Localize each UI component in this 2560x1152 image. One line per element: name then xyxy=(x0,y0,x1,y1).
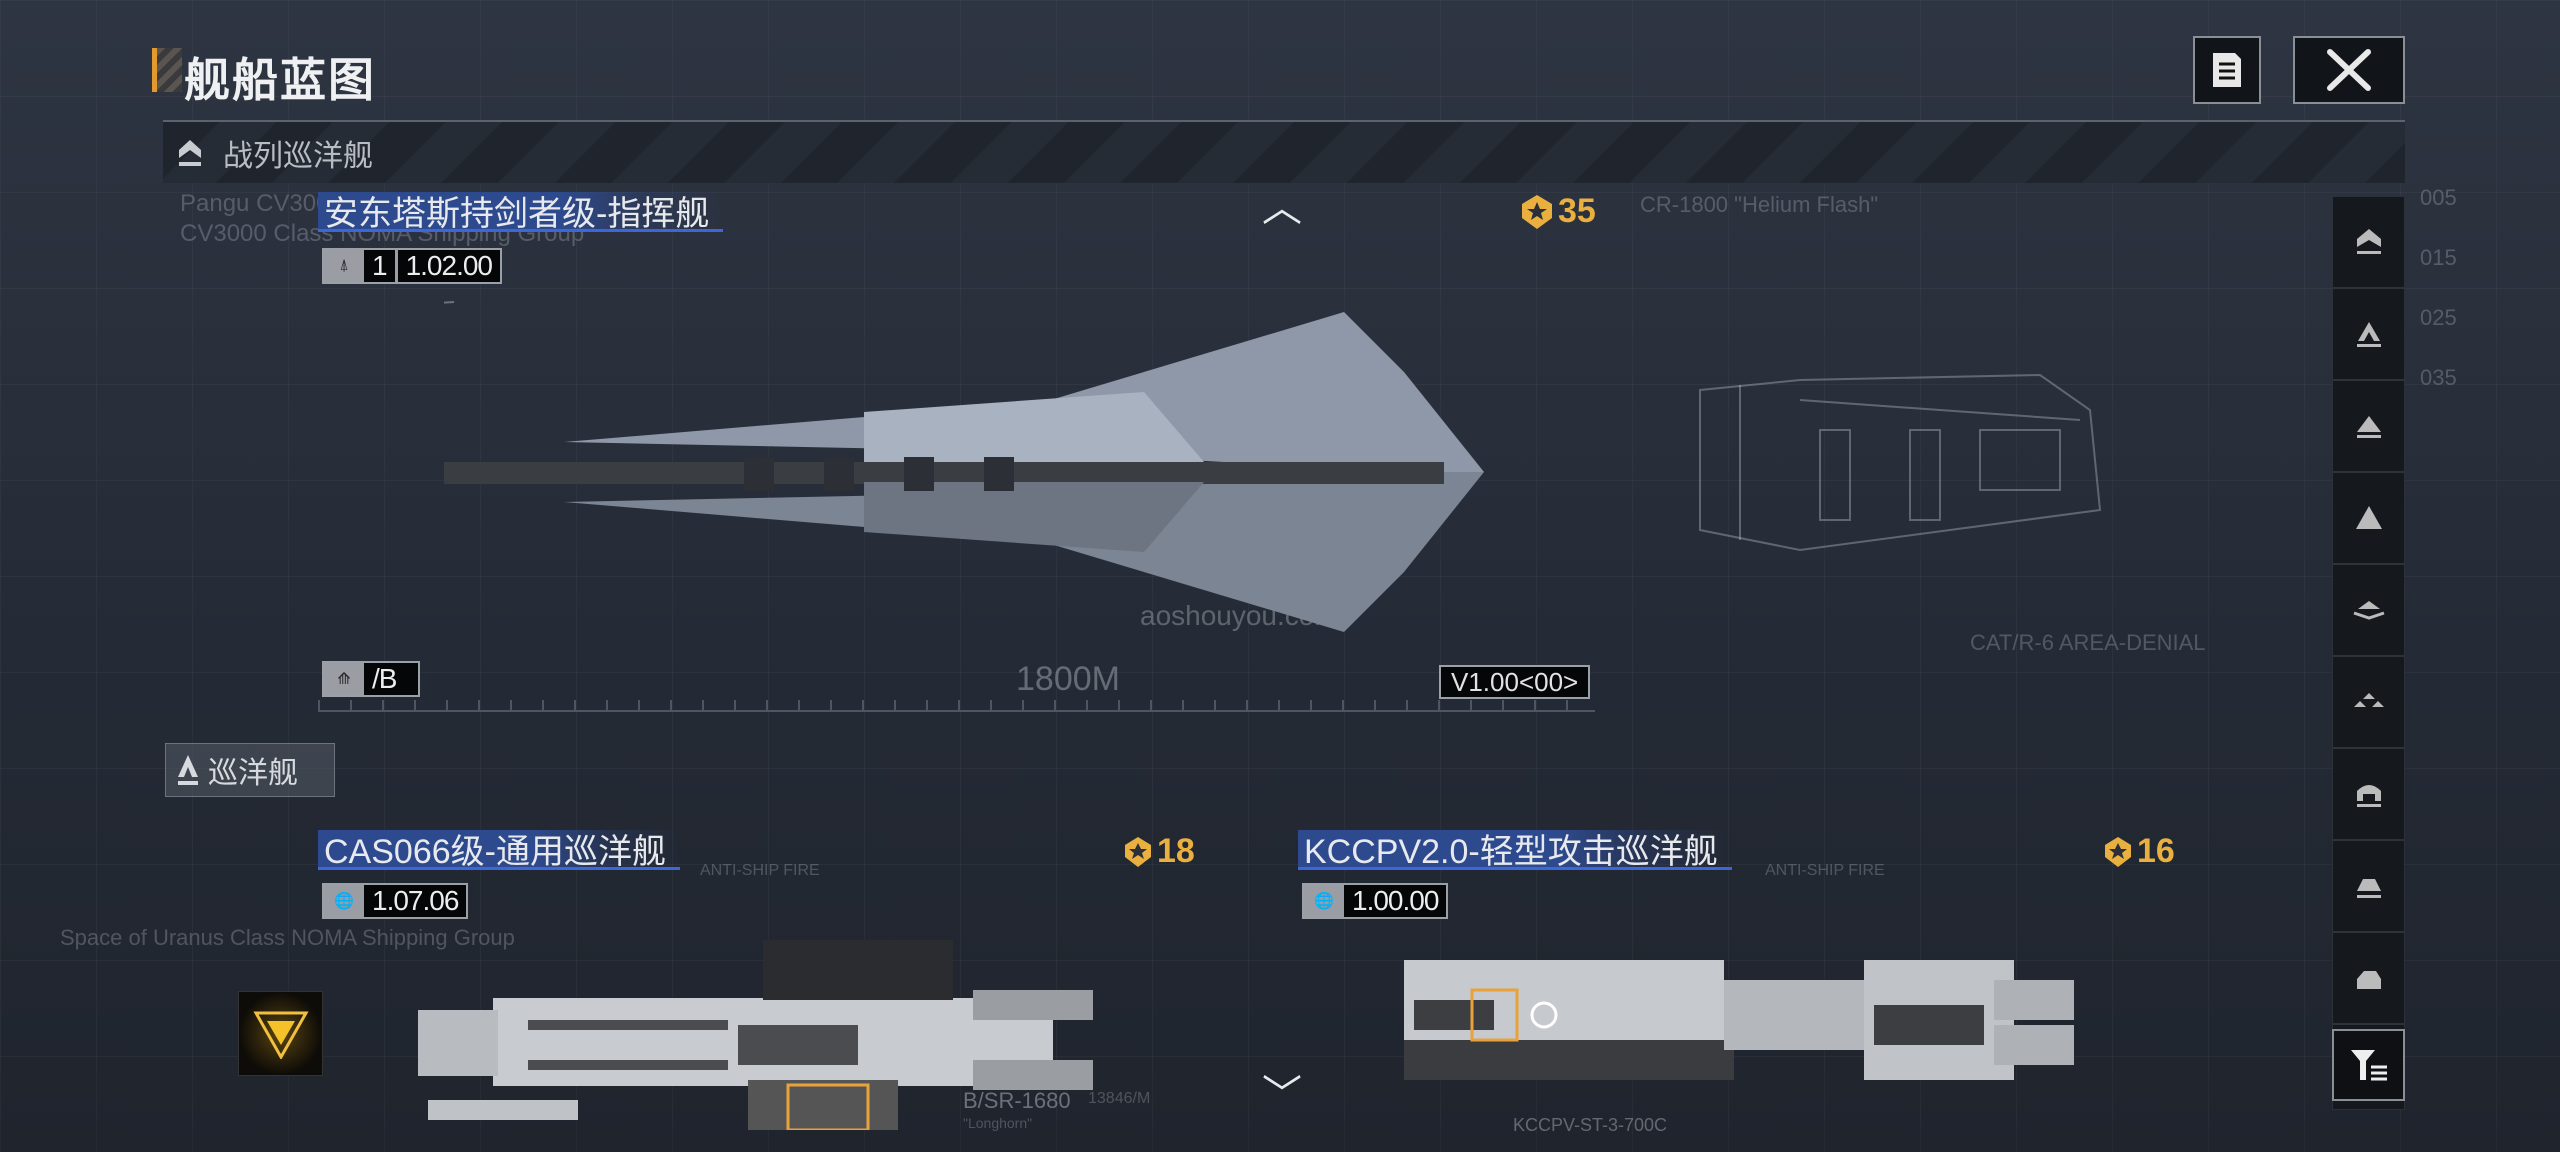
scale-label: 015 xyxy=(2420,245,2457,270)
weapon-callout: B/SR-1680 xyxy=(963,1088,1071,1113)
document-button[interactable] xyxy=(2193,36,2261,104)
decor-label: Space of Uranus Class NOMA Shipping Grou… xyxy=(60,925,515,950)
scale-label: 005 xyxy=(2420,185,2457,210)
version-value: 1.02.00 xyxy=(397,250,500,282)
ship-card-andontas[interactable]: 安东塔斯持剑者级-指挥舰 ⍋ 1 1.02.00 35 ⟰ /B 1800M V… xyxy=(318,192,1598,722)
filter-frigate[interactable] xyxy=(2333,473,2404,565)
star-count: 35 xyxy=(1558,192,1596,230)
weapon-callout-sub: "Longhorn" xyxy=(963,1115,1033,1131)
filter-battlecruiser[interactable] xyxy=(2333,197,2404,289)
scale-label: 025 xyxy=(2420,305,2457,330)
filter-icon xyxy=(2350,1050,2387,1081)
category-header-cruiser: 巡洋舰 xyxy=(165,743,335,797)
grade-value: /B xyxy=(364,663,418,695)
close-button[interactable] xyxy=(2293,36,2405,104)
title-accent xyxy=(152,48,182,92)
cruiser-icon xyxy=(178,755,198,785)
filter-auxiliary[interactable] xyxy=(2333,749,2404,841)
ship-image-cas066 xyxy=(418,940,1093,1130)
battlecruiser-icon xyxy=(2356,229,2381,254)
version-badge: 🌐 1.00.00 xyxy=(1302,883,1449,919)
filter-destroyer[interactable] xyxy=(2333,381,2404,473)
star-count: 16 xyxy=(2137,832,2175,870)
scroll-up-chevron-icon[interactable]: ︿ xyxy=(1262,186,1302,230)
scroll-down-chevron-icon[interactable]: ﹀ xyxy=(1262,1073,1302,1117)
collapse-categories-button[interactable] xyxy=(238,991,323,1076)
grade-icon: ⟰ xyxy=(337,671,351,688)
filter-fighter-group[interactable] xyxy=(2333,657,2404,749)
decor-label: CR-1800 "Helium Flash" xyxy=(1640,192,1879,217)
filter-button[interactable] xyxy=(2332,1029,2405,1101)
filter-cruiser[interactable] xyxy=(2333,289,2404,381)
triangle-down-icon xyxy=(252,1011,309,1059)
ship-card-kccpv[interactable]: KCCPV2.0-轻型攻击巡洋舰 🌐 1.00.00 16 KCCPV-ST-3… xyxy=(1298,830,2178,1135)
star-emblem-icon xyxy=(1522,194,1552,229)
category-label: 战列巡洋舰 xyxy=(223,139,373,173)
grade-badge: ⟰ /B xyxy=(322,661,420,697)
ship-name: KCCPV2.0-轻型攻击巡洋舰 xyxy=(1298,830,1732,871)
star-count: 18 xyxy=(1157,832,1195,870)
star-emblem-icon xyxy=(2105,836,2131,867)
filter-carrier[interactable] xyxy=(2333,565,2404,657)
decor-label: CAT/R-6 AREA-DENIAL xyxy=(1970,630,2206,655)
carrier-icon xyxy=(2353,601,2384,620)
support-icon xyxy=(2356,971,2381,989)
star-rating: 16 xyxy=(2103,832,2175,871)
wireframe-drawing xyxy=(1699,373,2102,552)
globe-icon: 🌐 xyxy=(334,893,354,910)
scale-ruler xyxy=(318,700,1595,712)
frigate-icon xyxy=(2355,506,2382,529)
battlecruiser-icon xyxy=(179,139,201,166)
globe-icon: 🌐 xyxy=(1314,893,1334,910)
star-emblem-icon xyxy=(1125,836,1151,867)
star-rating: 18 xyxy=(1123,832,1195,871)
ship-name: CAS066级-通用巡洋舰 xyxy=(318,830,680,871)
category-header-battlecruiser: 战列巡洋舰 xyxy=(163,120,2405,183)
badge-prefix: 1 xyxy=(364,250,395,282)
scale-label: 035 xyxy=(2420,365,2457,390)
page-title: 舰船蓝图 xyxy=(184,54,376,106)
decor-label: ANTI-SHIP FIRE xyxy=(1765,862,1885,879)
cruiser-icon xyxy=(2356,322,2381,347)
destroyer-icon xyxy=(2356,416,2381,438)
ship-image-kccpv xyxy=(1404,960,2074,1080)
close-icon xyxy=(2327,49,2371,91)
filter-corvette[interactable] xyxy=(2333,841,2404,933)
version-value: 1.00.00 xyxy=(1344,885,1447,917)
ship-type-filter-sidebar xyxy=(2332,196,2405,1110)
category-label: 巡洋舰 xyxy=(208,757,298,790)
corvette-icon xyxy=(2356,879,2381,898)
version-badge: ⍋ 1 1.02.00 xyxy=(322,248,502,284)
version-badge: 🌐 1.07.06 xyxy=(322,883,469,919)
star-rating: 35 xyxy=(1520,192,1596,231)
weapon-callout: 13846/M xyxy=(1088,1090,1151,1107)
document-icon xyxy=(2213,53,2241,87)
decor-label: ANTI-SHIP FIRE xyxy=(700,862,820,879)
ship-class-icon: ⍋ xyxy=(339,257,349,274)
ship-length: 1800M xyxy=(1016,660,1120,698)
filter-support[interactable] xyxy=(2333,933,2404,1025)
ship-name: 安东塔斯持剑者级-指挥舰 xyxy=(318,192,724,233)
ship-image-andontas xyxy=(444,301,1484,632)
ship-card-cas066[interactable]: CAS066级-通用巡洋舰 🌐 1.07.06 18 B/SR-1680 "Lo… xyxy=(318,830,1195,1131)
build-version: V1.00<00> xyxy=(1439,665,1591,699)
version-value: 1.07.06 xyxy=(364,885,467,917)
fighter-group-icon xyxy=(2353,693,2384,707)
weapon-callout: KCCPV-ST-3-700C xyxy=(1513,1115,1668,1135)
auxiliary-icon xyxy=(2356,785,2381,807)
